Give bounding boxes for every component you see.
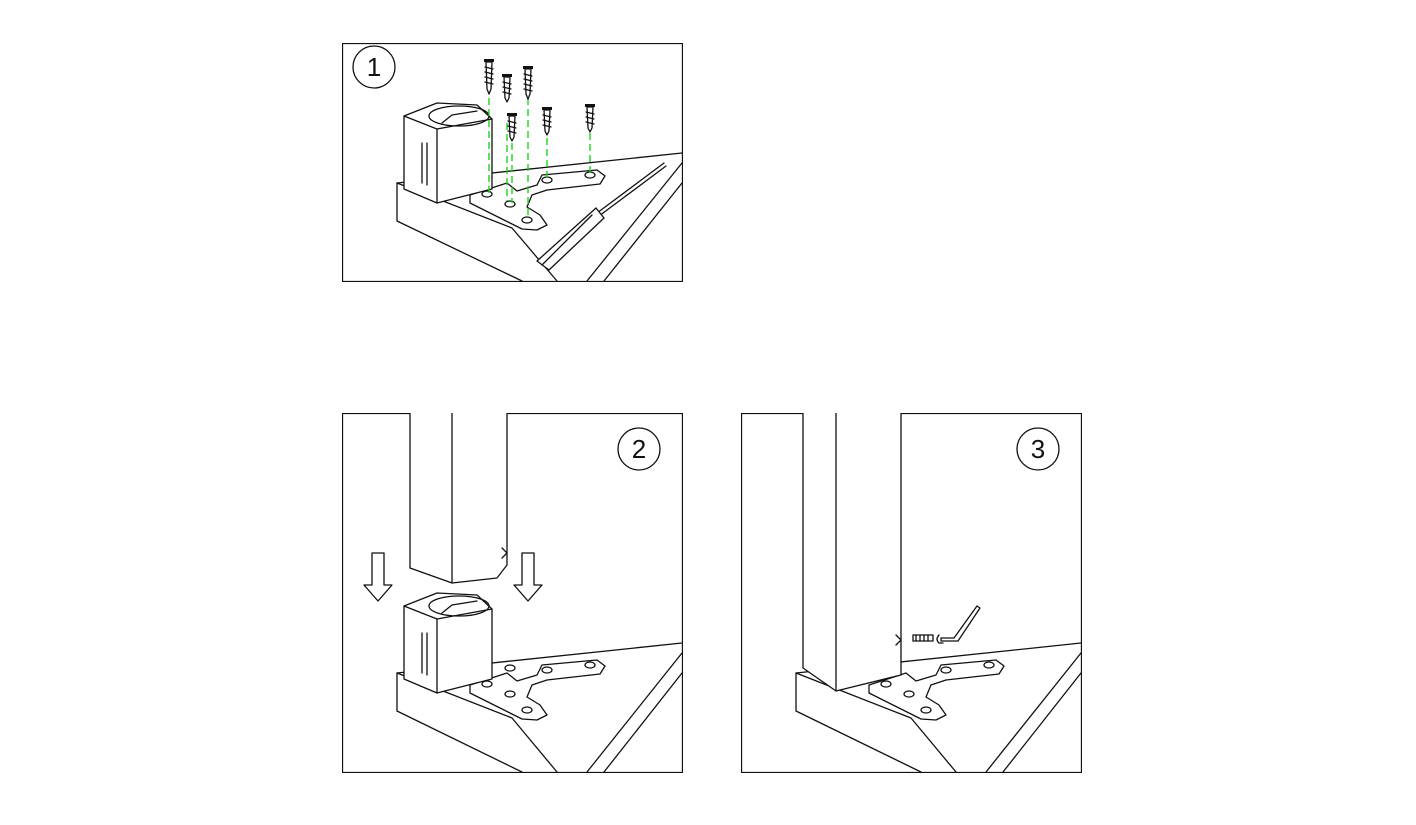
step-number: 1 — [367, 52, 381, 82]
grub-screw-icon — [912, 634, 934, 642]
step-number-badge: 2 — [617, 427, 661, 471]
corner-plate — [469, 169, 606, 231]
step-3-illustration: 3 — [741, 413, 1082, 773]
table-leg — [802, 413, 902, 692]
leg-bracket — [403, 102, 493, 204]
arrow-down-icon — [363, 552, 543, 602]
corner-plate — [868, 659, 1005, 721]
screwdriver-icon — [536, 162, 667, 271]
screw-icon — [484, 59, 595, 142]
step-number: 3 — [1031, 434, 1045, 464]
step-3-panel: 3 — [741, 413, 1082, 773]
step-number: 2 — [632, 434, 646, 464]
panel-frame — [342, 413, 683, 773]
step-2-illustration: 2 — [342, 413, 683, 773]
step-number-badge: 3 — [1016, 427, 1060, 471]
step-1-panel: 1 — [342, 43, 683, 282]
screw-guides — [488, 98, 591, 219]
table-leg — [409, 413, 508, 584]
leg-bracket — [403, 592, 493, 694]
panel-frame — [342, 43, 683, 282]
step-2-panel: 2 — [342, 413, 683, 773]
panel-frame — [741, 413, 1082, 773]
corner-plate — [469, 659, 606, 721]
step-number-badge: 1 — [352, 45, 396, 89]
allen-key-icon — [936, 605, 981, 644]
step-1-illustration: 1 — [342, 43, 683, 282]
